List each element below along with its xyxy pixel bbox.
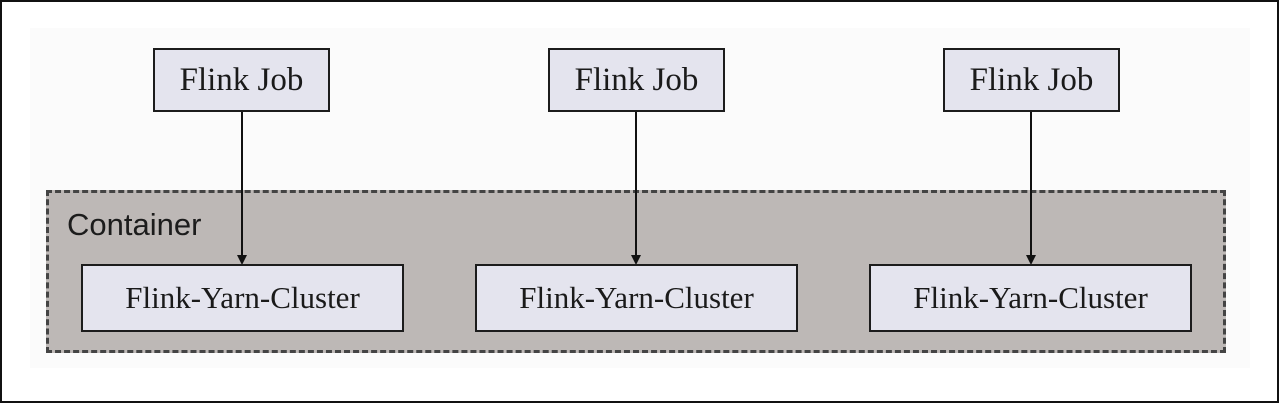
flink-yarn-cluster-box-3: Flink-Yarn-Cluster	[869, 264, 1192, 332]
flink-job-box-1: Flink Job	[153, 48, 330, 112]
container-label: Container	[67, 207, 202, 242]
flink-yarn-cluster-box-1: Flink-Yarn-Cluster	[81, 264, 404, 332]
flink-job-box-3: Flink Job	[943, 48, 1120, 112]
flink-job-box-2: Flink Job	[548, 48, 725, 112]
flink-yarn-cluster-box-2: Flink-Yarn-Cluster	[475, 264, 798, 332]
